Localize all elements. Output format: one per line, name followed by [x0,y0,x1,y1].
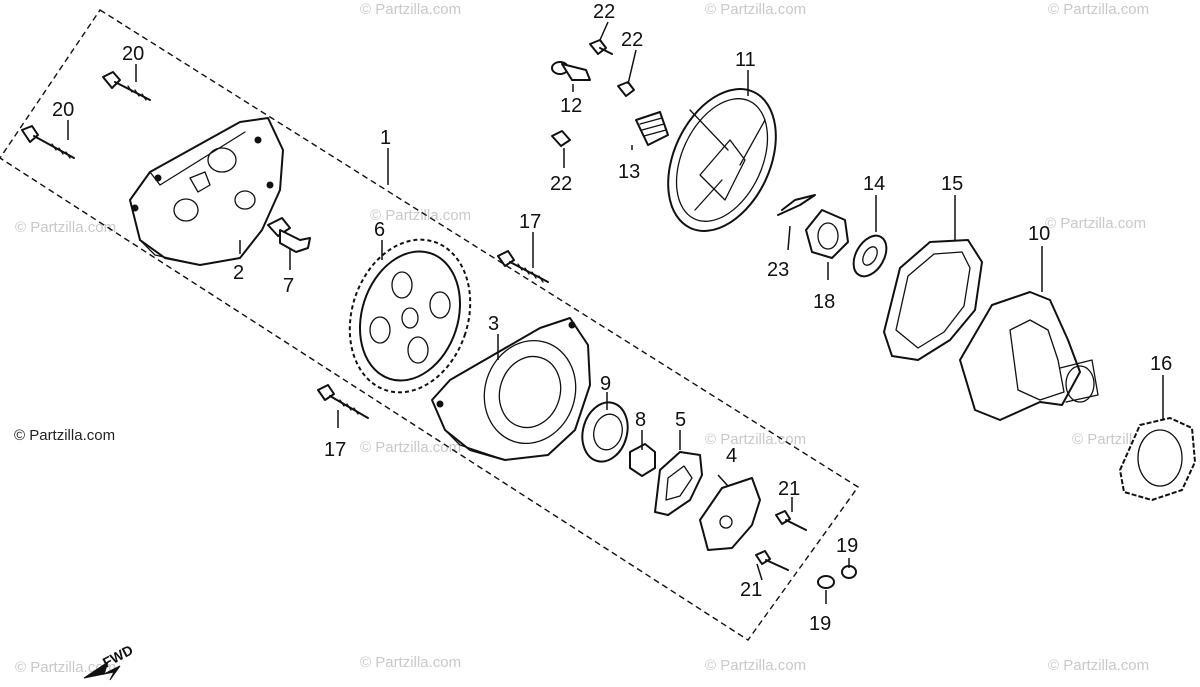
watermark: © Partzilla.com [370,207,471,224]
callout-part-10: 10 [1028,223,1050,245]
bolt-part-20a [102,71,151,101]
watermark: © Partzilla.com [360,439,461,456]
rotor-part-9 [581,401,629,463]
callout-part-4: 4 [726,445,737,467]
callout-part-14: 14 [863,173,885,195]
callout-part-12: 12 [560,95,582,117]
clutch-outer-part-11 [667,88,777,232]
watermark: © Partzilla.com [1048,1,1149,18]
watermark: © Partzilla.com [705,657,806,674]
callout-part-16: 16 [1150,353,1172,375]
watermark: © Partzilla.com [360,1,461,18]
callout-part-22a: 22 [593,1,615,23]
callout-part-6: 6 [374,219,385,241]
housing-part-3 [431,317,591,461]
watermark: © Partzilla.com [705,431,806,448]
screw-part-22c [551,130,571,147]
gasket-part-5 [654,451,703,516]
bolt-part-20b [21,125,75,159]
pin-part-12 [551,61,591,81]
copyright-text: © Partzilla.com [14,427,115,444]
callout-part-11: 11 [735,49,756,71]
callout-part-23: 23 [767,259,789,281]
inner-rotor-part-8 [629,443,656,477]
screw-part-21a [775,510,807,531]
callout-part-22b: 22 [621,29,643,51]
spring-part-13 [635,111,669,146]
callout-part-9: 9 [600,373,611,395]
cover-part-2 [129,117,284,266]
starter-housing-part-10 [959,291,1099,421]
o-ring-part-19a [817,575,835,589]
gear-part-16 [1119,417,1196,501]
callout-part-7: 7 [283,275,294,297]
watermark: © Partzilla.com [1048,657,1149,674]
stud-part-7 [267,217,311,253]
gear-part-6 [348,238,472,394]
screw-part-22b [617,81,635,97]
leader-lines [67,21,1164,604]
cover-plate-part-4 [699,477,761,551]
watermark: © Partzilla.com [1045,215,1146,232]
watermark: © Partzilla.com [15,219,116,236]
callout-part-17b: 17 [324,439,346,461]
watermark: © Partzilla.com [705,1,806,18]
callout-part-5: 5 [675,409,686,431]
callout-part-20b: 20 [52,99,74,121]
screw-part-22a [589,39,613,55]
clip-part-23 [777,194,816,216]
callout-part-8: 8 [635,409,646,431]
callout-part-13: 13 [618,161,640,183]
callout-part-20a: 20 [122,43,144,65]
callout-part-22c: 22 [550,173,572,195]
watermark: © Partzilla.com [15,659,116,676]
collar-part-18 [805,209,849,259]
callout-part-19b: 19 [809,613,831,635]
callout-part-17a: 17 [519,211,541,233]
callout-part-15: 15 [941,173,963,195]
callout-part-2: 2 [233,262,244,284]
callout-part-1: 1 [380,127,391,149]
stud-part-17a [497,250,549,283]
watermarks: © Partzilla.com © Partzilla.com © Partzi… [15,1,1173,676]
callout-part-18: 18 [813,291,835,313]
gasket-part-15 [883,239,983,361]
fwd-label: FWD [100,642,136,671]
stud-part-17b [317,384,369,419]
assembly-outline [0,9,860,641]
callout-part-21b: 21 [740,579,762,601]
watermark: © Partzilla.com [360,654,461,671]
callout-part-3: 3 [488,313,499,335]
callout-part-19a: 19 [836,535,858,557]
washer-part-14 [852,234,888,278]
callout-part-21a: 21 [778,478,800,500]
screw-part-21b [755,550,789,571]
callout-labels: 1 2 3 4 5 6 7 8 9 10 11 12 13 14 15 16 1… [52,1,1172,635]
